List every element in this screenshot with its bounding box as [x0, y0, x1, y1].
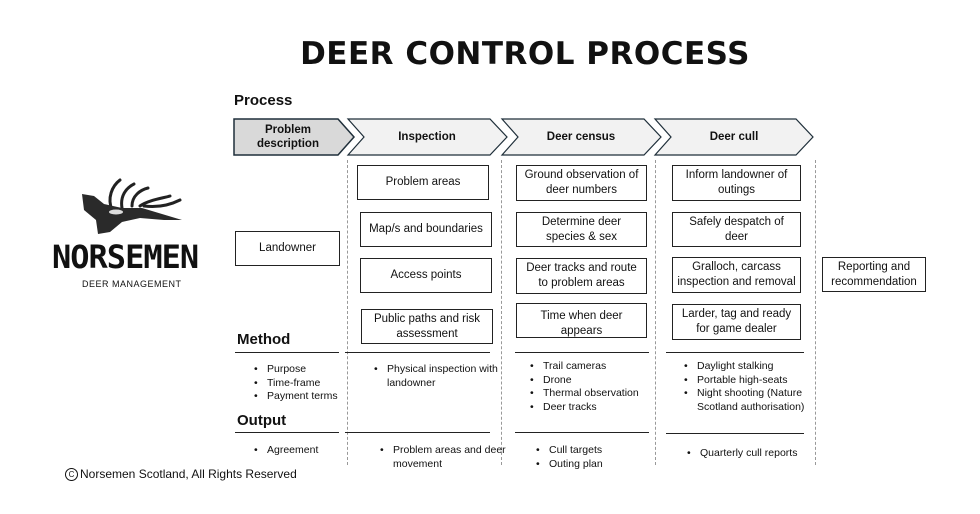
landowner-box: Landowner	[235, 231, 340, 266]
copyright-text: Norsemen Scotland, All Rights Reserved	[80, 467, 297, 481]
reporting-box: Reporting and recommendation	[822, 257, 926, 292]
output-list-census: Cull targets Outing plan	[535, 444, 659, 471]
rule	[345, 352, 490, 353]
copyright-icon: C	[65, 467, 78, 481]
divider	[347, 160, 348, 465]
method-list-cull: Daylight stalking Portable high-seats Ni…	[683, 360, 827, 414]
list-item: Quarterly cull reports	[687, 447, 820, 461]
census-step: Ground observation of deer numbers	[516, 165, 647, 201]
stage-label-inspection: Inspection	[398, 131, 456, 143]
logo-wordmark: NORSEMEN	[52, 238, 199, 276]
page-title: DEER CONTROL PROCESS	[300, 36, 750, 72]
list-item: Portable high-seats	[684, 374, 827, 388]
copyright: C Norsemen Scotland, All Rights Reserved	[65, 467, 297, 481]
list-item: Agreement	[254, 444, 357, 458]
list-item: Physical inspection with landowner	[374, 363, 507, 390]
list-item: Daylight stalking	[684, 360, 827, 374]
norsemen-logo: NORSEMEN DEER MANAGEMENT	[52, 176, 217, 291]
stage-label-cull: Deer cull	[709, 131, 759, 143]
cull-step: Safely despatch of deer	[672, 212, 801, 247]
divider	[815, 160, 816, 465]
stag-head-icon	[82, 178, 182, 234]
rule	[666, 352, 804, 353]
output-heading: Output	[237, 412, 287, 429]
method-list-problem: Purpose Time-frame Payment terms	[253, 363, 357, 404]
method-heading: Method	[237, 331, 291, 348]
list-item: Deer tracks	[530, 401, 668, 415]
stage-chevron-inspection	[346, 118, 508, 156]
output-list-problem: Agreement	[253, 444, 357, 458]
list-item: Thermal observation	[530, 387, 668, 401]
cull-step: Larder, tag and ready for game dealer	[672, 304, 801, 340]
rule	[515, 352, 649, 353]
rule	[345, 432, 490, 433]
process-heading: Process	[234, 92, 293, 109]
logo-tagline: DEER MANAGEMENT	[82, 279, 182, 289]
inspection-step: Problem areas	[357, 165, 489, 200]
list-item: Night shooting (Nature Scotland authoris…	[684, 387, 827, 414]
method-list-census: Trail cameras Drone Thermal observation …	[529, 360, 668, 414]
output-list-cull: Quarterly cull reports	[686, 447, 820, 461]
cull-step: Inform landowner of outings	[672, 165, 801, 201]
rule	[235, 432, 339, 433]
list-item: Trail cameras	[530, 360, 668, 374]
stage-chevron-census	[500, 118, 662, 156]
rule	[666, 433, 804, 434]
list-item: Time-frame	[254, 377, 357, 391]
divider	[501, 160, 502, 465]
list-item: Payment terms	[254, 390, 357, 404]
stage-chevron-problem	[233, 118, 356, 156]
list-item: Problem areas and deer movement	[380, 444, 511, 471]
stage-chevron-cull	[653, 118, 814, 156]
divider	[655, 160, 656, 465]
inspection-step: Access points	[360, 258, 492, 293]
rule	[515, 432, 649, 433]
inspection-step: Public paths and risk assessment	[361, 309, 493, 344]
list-item: Drone	[530, 374, 668, 388]
list-item: Outing plan	[536, 458, 659, 472]
rule	[235, 352, 339, 353]
method-list-inspection: Physical inspection with landowner	[373, 363, 507, 390]
stage-label-problem: Problem description	[257, 124, 319, 150]
census-step: Deer tracks and route to problem areas	[516, 258, 647, 294]
output-list-inspection: Problem areas and deer movement	[379, 444, 511, 471]
census-step: Determine deer species & sex	[516, 212, 647, 247]
stage-label-census: Deer census	[546, 131, 616, 143]
inspection-step: Map/s and boundaries	[360, 212, 492, 247]
cull-step: Gralloch, carcass inspection and removal	[672, 257, 801, 293]
list-item: Purpose	[254, 363, 357, 377]
census-step: Time when deer appears	[516, 303, 647, 338]
list-item: Cull targets	[536, 444, 659, 458]
